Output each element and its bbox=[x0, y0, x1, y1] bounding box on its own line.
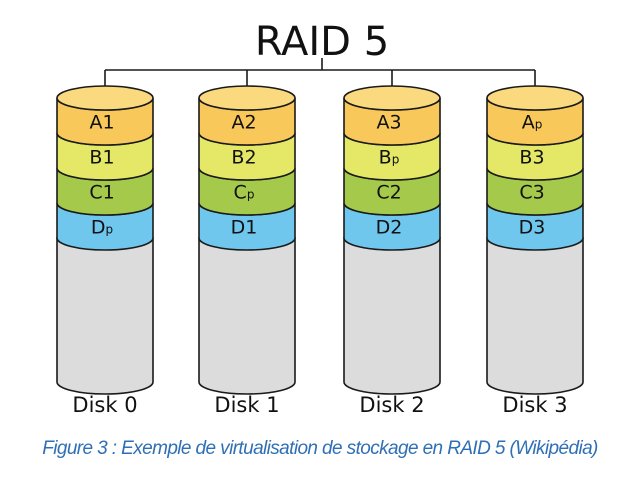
diagram-title: RAID 5 bbox=[255, 19, 389, 65]
disk-free-space bbox=[56, 237, 154, 395]
figure-caption: Figure 3 : Exemple de virtualisation de … bbox=[42, 438, 598, 459]
block-label-D1: D1 bbox=[231, 217, 258, 239]
block-label-Dp: Dp bbox=[91, 217, 113, 239]
disk-name-label: Disk 3 bbox=[502, 393, 567, 417]
block-label-A3: A3 bbox=[376, 112, 401, 134]
disk-free-space bbox=[343, 237, 441, 395]
block-label-B2: B2 bbox=[231, 147, 256, 169]
block-label-A2: A2 bbox=[231, 112, 256, 134]
block-label-B1: B1 bbox=[89, 147, 114, 169]
block-label-C3: C3 bbox=[519, 182, 544, 204]
disk-free-space bbox=[486, 237, 584, 395]
block-label-D2: D2 bbox=[376, 217, 403, 239]
disk-top-cap bbox=[343, 85, 441, 111]
block-label-A1: A1 bbox=[89, 112, 114, 134]
block-label-C2: C2 bbox=[376, 182, 401, 204]
block-label-B3: B3 bbox=[519, 147, 544, 169]
disk-top-cap bbox=[486, 85, 584, 111]
block-label-Cp: Cp bbox=[234, 182, 255, 204]
disk-free-space bbox=[198, 237, 296, 395]
disk-name-label: Disk 0 bbox=[72, 393, 137, 417]
block-label-D3: D3 bbox=[519, 217, 546, 239]
block-label-Ap: Ap bbox=[522, 112, 543, 134]
disk-name-label: Disk 2 bbox=[359, 393, 424, 417]
block-label-C1: C1 bbox=[89, 182, 114, 204]
disk-name-label: Disk 1 bbox=[214, 393, 279, 417]
disk-top-cap bbox=[56, 85, 154, 111]
disk-top-cap bbox=[198, 85, 296, 111]
block-label-Bp: Bp bbox=[379, 147, 400, 169]
